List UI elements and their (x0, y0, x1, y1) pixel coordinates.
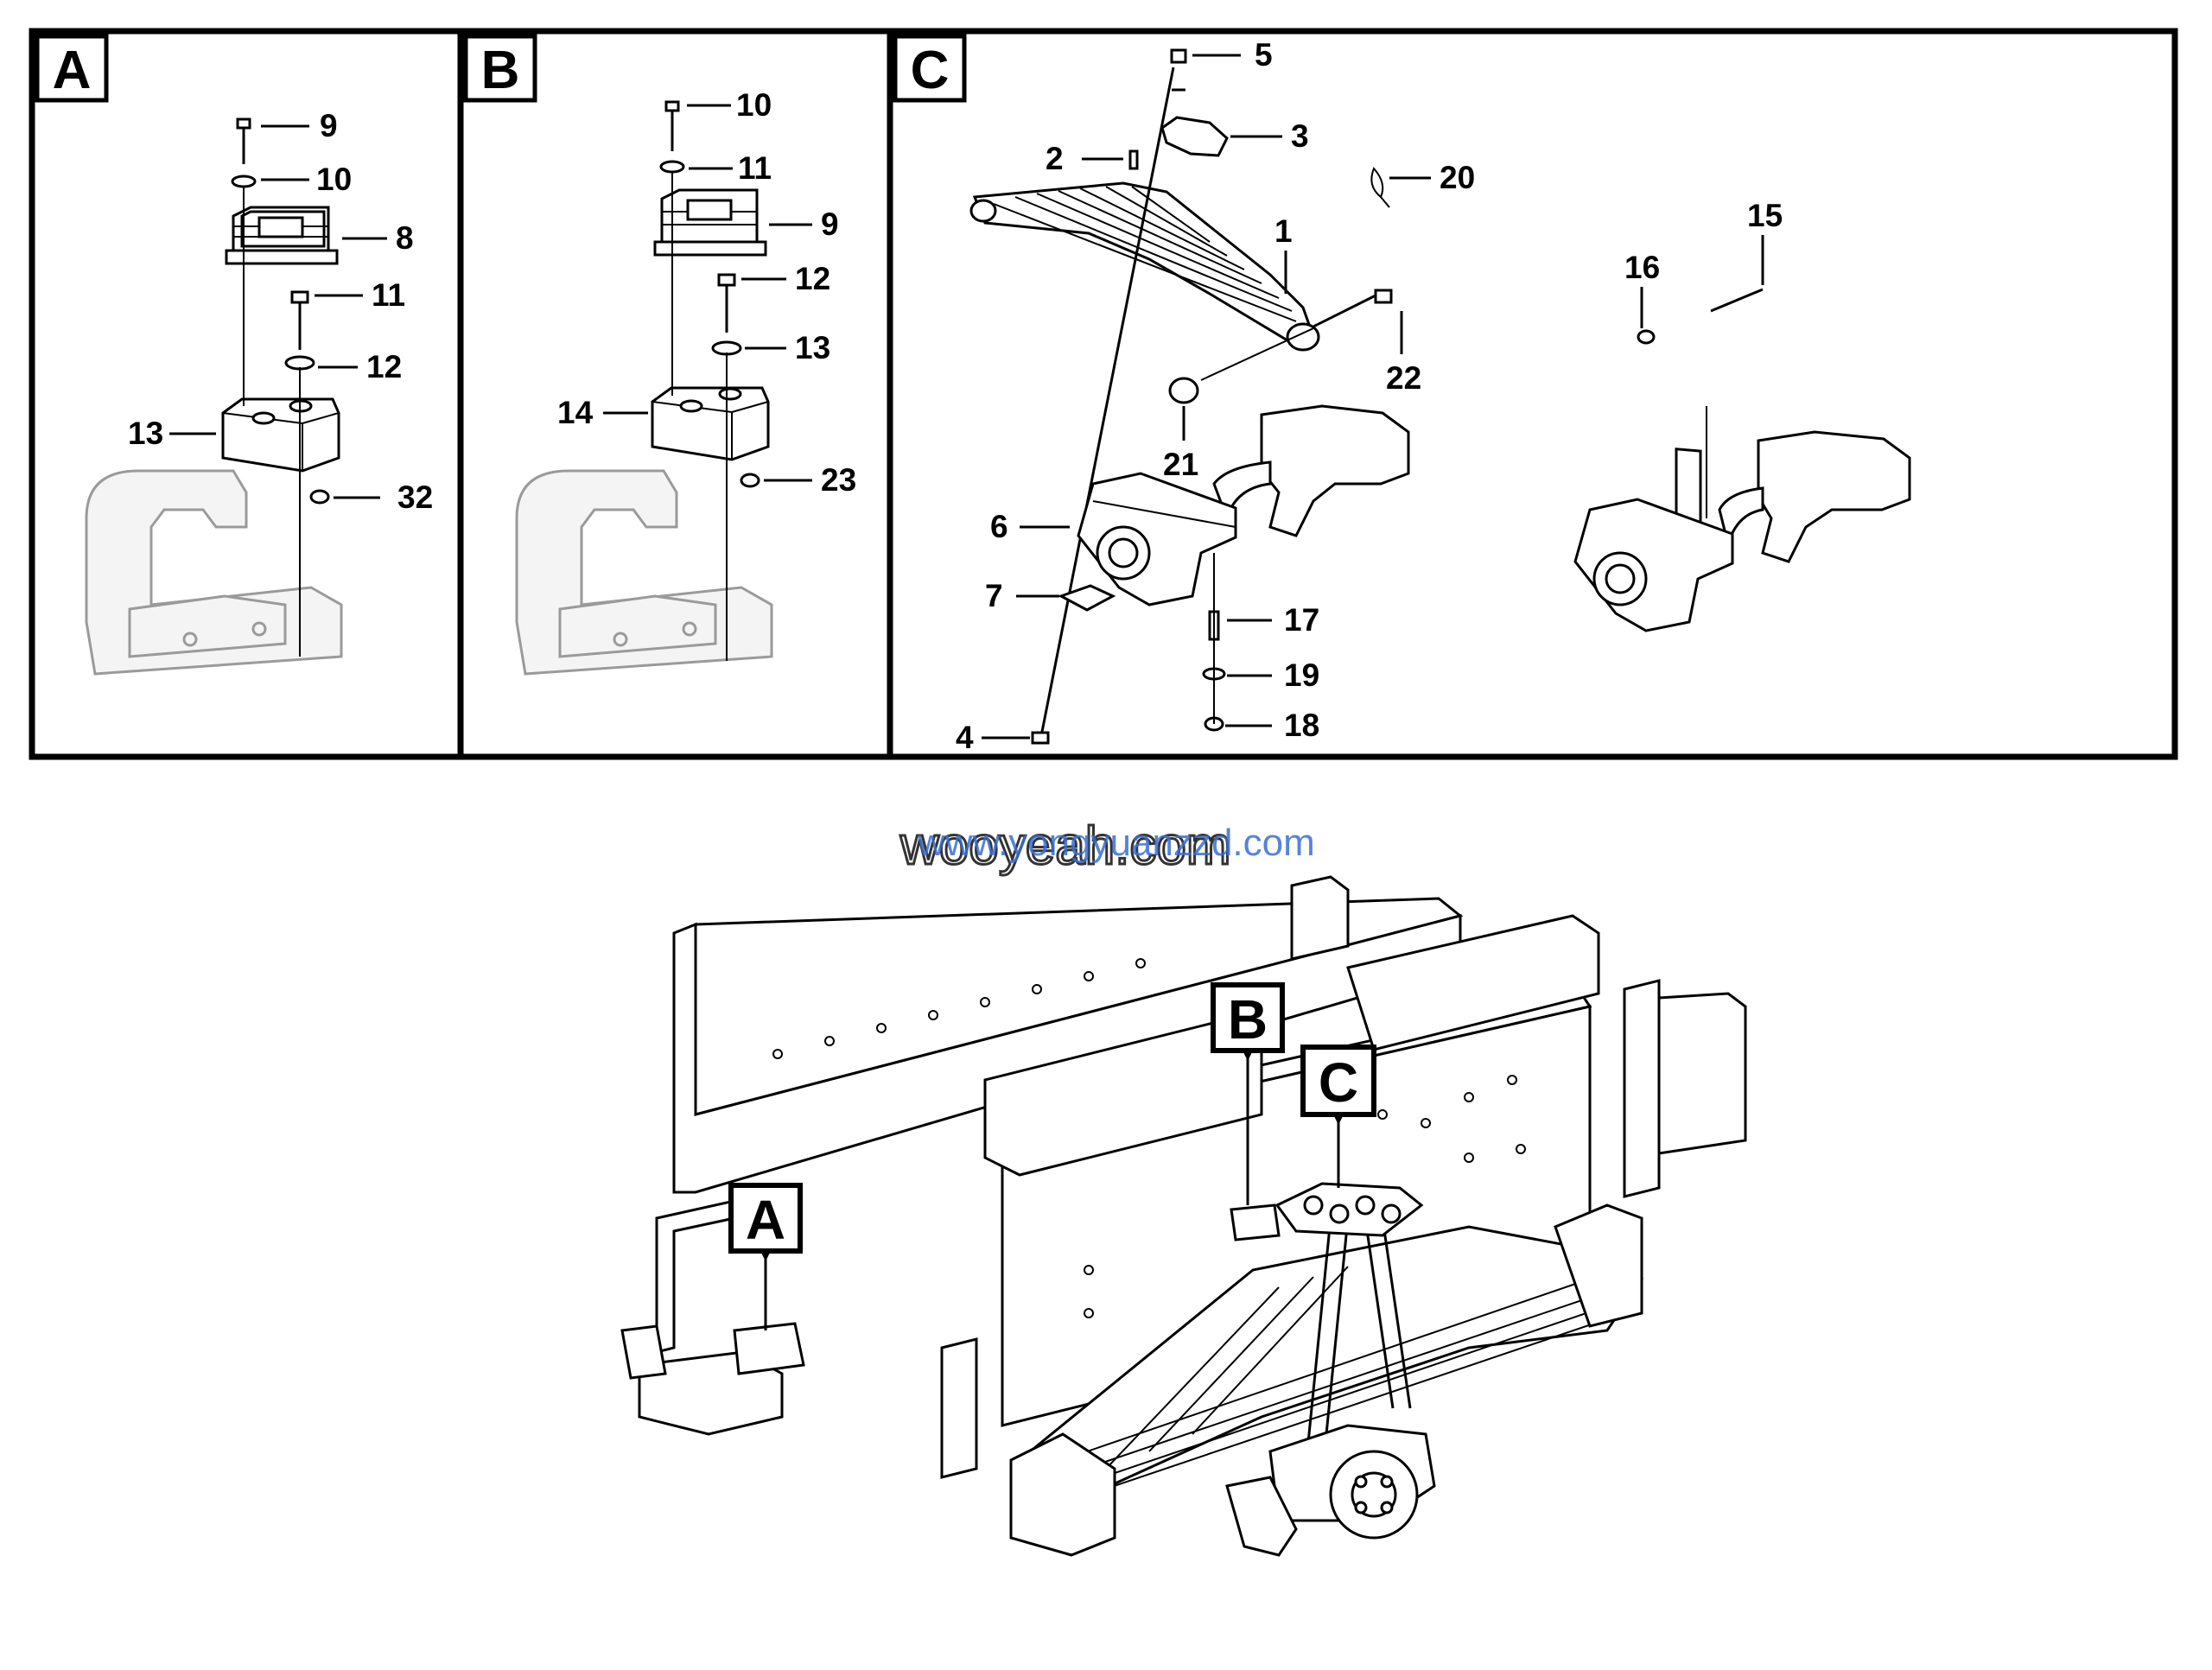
panel-a-bolt (236, 117, 251, 164)
overview-trunnion-hub (1225, 1424, 1436, 1557)
marker-b-letter: B (1228, 988, 1268, 1051)
panel-c-center-pin (1128, 149, 1139, 170)
rear-spring-hanger (1554, 1203, 1643, 1328)
watermark: wooyeah.com www.yongyuanzzd.com (899, 816, 1315, 878)
callout-label: 15 (1747, 198, 1783, 233)
callout-label: 1 (1274, 213, 1293, 249)
panel-b-washer (659, 160, 685, 174)
callout-label: 18 (1284, 708, 1319, 743)
panel-c-bushing (1168, 377, 1199, 404)
panel-c-letter: C (911, 41, 950, 100)
front-c-channel-2 (940, 1337, 978, 1479)
panel-a-spacer-block (221, 397, 340, 473)
callout-label: 23 (821, 462, 856, 498)
front-spring-hanger (1009, 1432, 1116, 1557)
callout-label: 12 (795, 261, 830, 296)
panel-a-label-box: A (35, 34, 109, 103)
panel-a-nut (309, 489, 330, 505)
panel-a-exploded-view: 9 10 8 11 12 13 32 (85, 108, 433, 676)
overview-markers: A B C (728, 982, 1376, 1330)
marker-a-letter: A (746, 1189, 785, 1251)
frame-bolt-holes (772, 958, 1526, 1318)
callout-label: 8 (396, 220, 414, 256)
panel-c-trunnion-bracket (1077, 404, 1410, 606)
rear-bracket-plate (1623, 979, 1661, 1198)
panel-c-axis-line (1200, 327, 1314, 381)
panel-c-top-cap (1160, 116, 1229, 157)
overview-chassis (620, 875, 1747, 1557)
callout-label: 2 (1046, 141, 1064, 176)
overview-buffer-b (1230, 1203, 1281, 1241)
panel-c-top-nut (1170, 48, 1187, 92)
callout-label: 9 (320, 108, 338, 143)
panel-c-bracket-alt-view (1573, 288, 1911, 632)
marker-a: A (728, 1183, 803, 1330)
marker-b: B (1211, 982, 1285, 1205)
panel-a-bolt-2 (290, 290, 309, 350)
panel-c-callouts: 5 3 2 20 1 15 16 22 21 6 7 17 19 4 18 (956, 37, 1783, 755)
panel-c-u-bolt (1039, 67, 1175, 737)
panel-b-exploded-view: 10 11 9 12 13 14 23 (515, 87, 856, 676)
callout-label: 14 (557, 395, 594, 430)
panel-a-rubber-buffer (225, 206, 339, 265)
callout-label: 12 (366, 349, 402, 384)
panel-b-label-box: B (463, 34, 537, 103)
panel-b-letter: B (481, 41, 520, 100)
callout-label: 20 (1440, 160, 1475, 195)
marker-c-letter: C (1319, 1051, 1358, 1114)
callout-label: 13 (795, 330, 830, 365)
panel-c-exploded-view: 5 3 2 20 1 15 16 22 21 6 7 17 19 4 18 (956, 37, 1911, 755)
callout-label: 10 (736, 87, 772, 123)
panel-b-bolt (664, 100, 680, 151)
panel-a-letter: A (53, 41, 92, 100)
vertical-plate (1290, 875, 1350, 961)
callout-label: 16 (1624, 250, 1660, 285)
panel-c-u-bolt-head (1031, 731, 1050, 745)
callout-label: 3 (1291, 118, 1309, 154)
callout-label: 5 (1255, 37, 1273, 73)
panel-b-washer-2 (711, 340, 742, 356)
panel-b-bolt-2 (717, 273, 736, 333)
cross-member-rear (1346, 914, 1600, 1051)
callout-label: 10 (316, 162, 352, 197)
watermark-overlay-text: www.yongyuanzzd.com (917, 822, 1315, 864)
detail-panels: A B C (29, 28, 2178, 760)
callout-label: 19 (1284, 657, 1319, 693)
callout-label: 22 (1386, 360, 1421, 396)
panel-a-washer (231, 175, 257, 188)
panel-b-rubber-buffer (653, 188, 767, 257)
panel-a-washer-2 (284, 355, 315, 371)
callout-label: 17 (1284, 602, 1319, 638)
callout-label: 32 (397, 479, 433, 515)
panel-a-support-bracket (85, 469, 343, 676)
callout-label: 21 (1163, 447, 1198, 482)
callout-label: 4 (956, 720, 974, 755)
panel-c-clamp-plate (1058, 584, 1116, 612)
marker-c: C (1300, 1045, 1376, 1188)
overview-buffer-a (620, 1322, 805, 1436)
callout-label: 7 (985, 578, 1003, 613)
panel-b-support-bracket (515, 469, 773, 676)
panel-c-cotter-pin (1370, 167, 1390, 208)
callout-label: 11 (738, 150, 772, 186)
panel-b-callouts: 10 11 9 12 13 14 23 (557, 87, 856, 498)
rear-bracket-block (1657, 992, 1747, 1155)
watermark-outlined-text: wooyeah.com (899, 816, 1231, 876)
panel-b-nut (740, 473, 760, 488)
panel-c-shackle-pin (1313, 289, 1393, 328)
front-c-channel (655, 1199, 736, 1354)
panel-c-label-box: C (893, 34, 967, 103)
panel-c-leaf-spring (969, 181, 1320, 352)
panel-b-spacer-block (651, 386, 770, 461)
panel-a-callouts: 9 10 8 11 12 13 32 (128, 108, 433, 515)
callout-label: 11 (372, 277, 405, 313)
callout-label: 6 (990, 509, 1008, 544)
overview-u-bolts (1274, 1182, 1424, 1461)
panels-outer-border (29, 28, 2178, 760)
callout-label: 9 (821, 206, 839, 242)
callout-label: 13 (128, 416, 163, 451)
